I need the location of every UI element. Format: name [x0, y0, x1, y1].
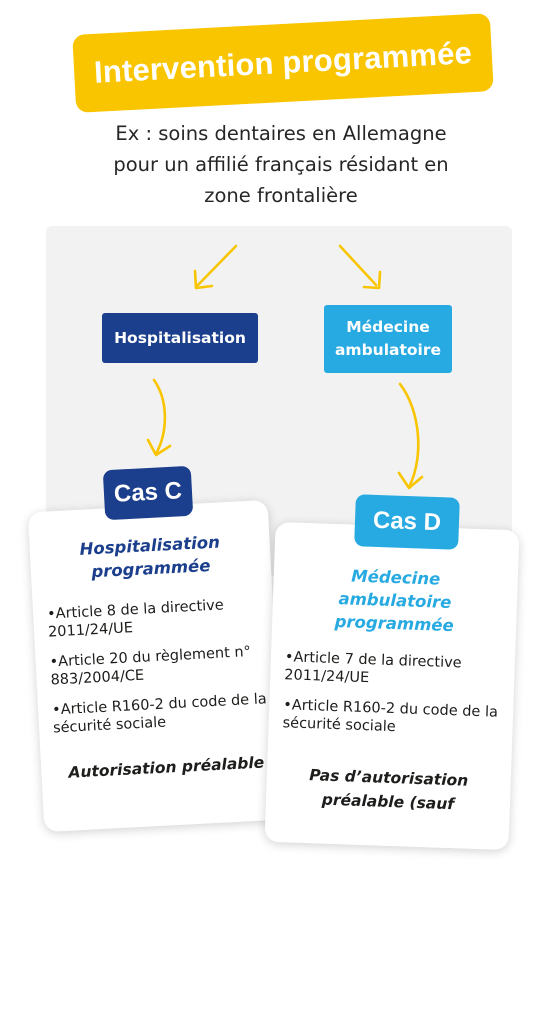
cas-d-badge-label: Cas D — [372, 506, 442, 537]
card-c-bullet: Article R160-2 du code de la sécurité so… — [52, 690, 276, 738]
card-cas-c: Hospitalisation programmée Article 8 de … — [27, 499, 285, 833]
card-d-title: Médecine ambulatoire programmée — [272, 562, 518, 639]
card-c-bullet: Article 8 de la directive 2011/24/UE — [47, 594, 271, 642]
card-c-title: Hospitalisation programmée — [29, 528, 271, 586]
hospitalisation-label: Hospitalisation — [114, 329, 246, 347]
subtitle-line: zone frontalière — [204, 184, 358, 207]
card-d-bullet: Article 7 de la directive 2011/24/UE — [284, 648, 507, 692]
card-d-footer: Pas d’autorisation préalable (sauf — [266, 762, 512, 818]
ambulatoire-box: Médecine ambulatoire — [324, 305, 452, 373]
ambulatoire-label-line: Médecine — [346, 318, 430, 336]
card-d-bullet: Article R160-2 du code de la sécurité so… — [282, 696, 505, 740]
card-cas-d: Médecine ambulatoire programmée Article … — [264, 521, 520, 851]
title-banner: Intervention programmée — [72, 13, 494, 113]
cas-c-badge: Cas C — [102, 465, 194, 521]
cas-c-badge-label: Cas C — [113, 477, 183, 508]
card-d-bullets: Article 7 de la directive 2011/24/UE Art… — [282, 648, 507, 752]
hospitalisation-box: Hospitalisation — [102, 313, 258, 363]
cas-d-badge: Cas D — [354, 494, 460, 550]
subtitle: Ex : soins dentaires en Allemagne pour u… — [60, 118, 502, 211]
card-c-footer: Autorisation préalable — [68, 753, 265, 782]
card-c-bullets: Article 8 de la directive 2011/24/UE Art… — [47, 594, 276, 749]
ambulatoire-label-line: ambulatoire — [334, 341, 442, 359]
page-title: Intervention programmée — [93, 35, 473, 90]
card-c-bullet: Article 20 du règlement n° 883/2004/CE — [49, 642, 273, 690]
subtitle-line: pour un affilié français résidant en — [113, 153, 449, 176]
subtitle-line: Ex : soins dentaires en Allemagne — [115, 122, 447, 145]
